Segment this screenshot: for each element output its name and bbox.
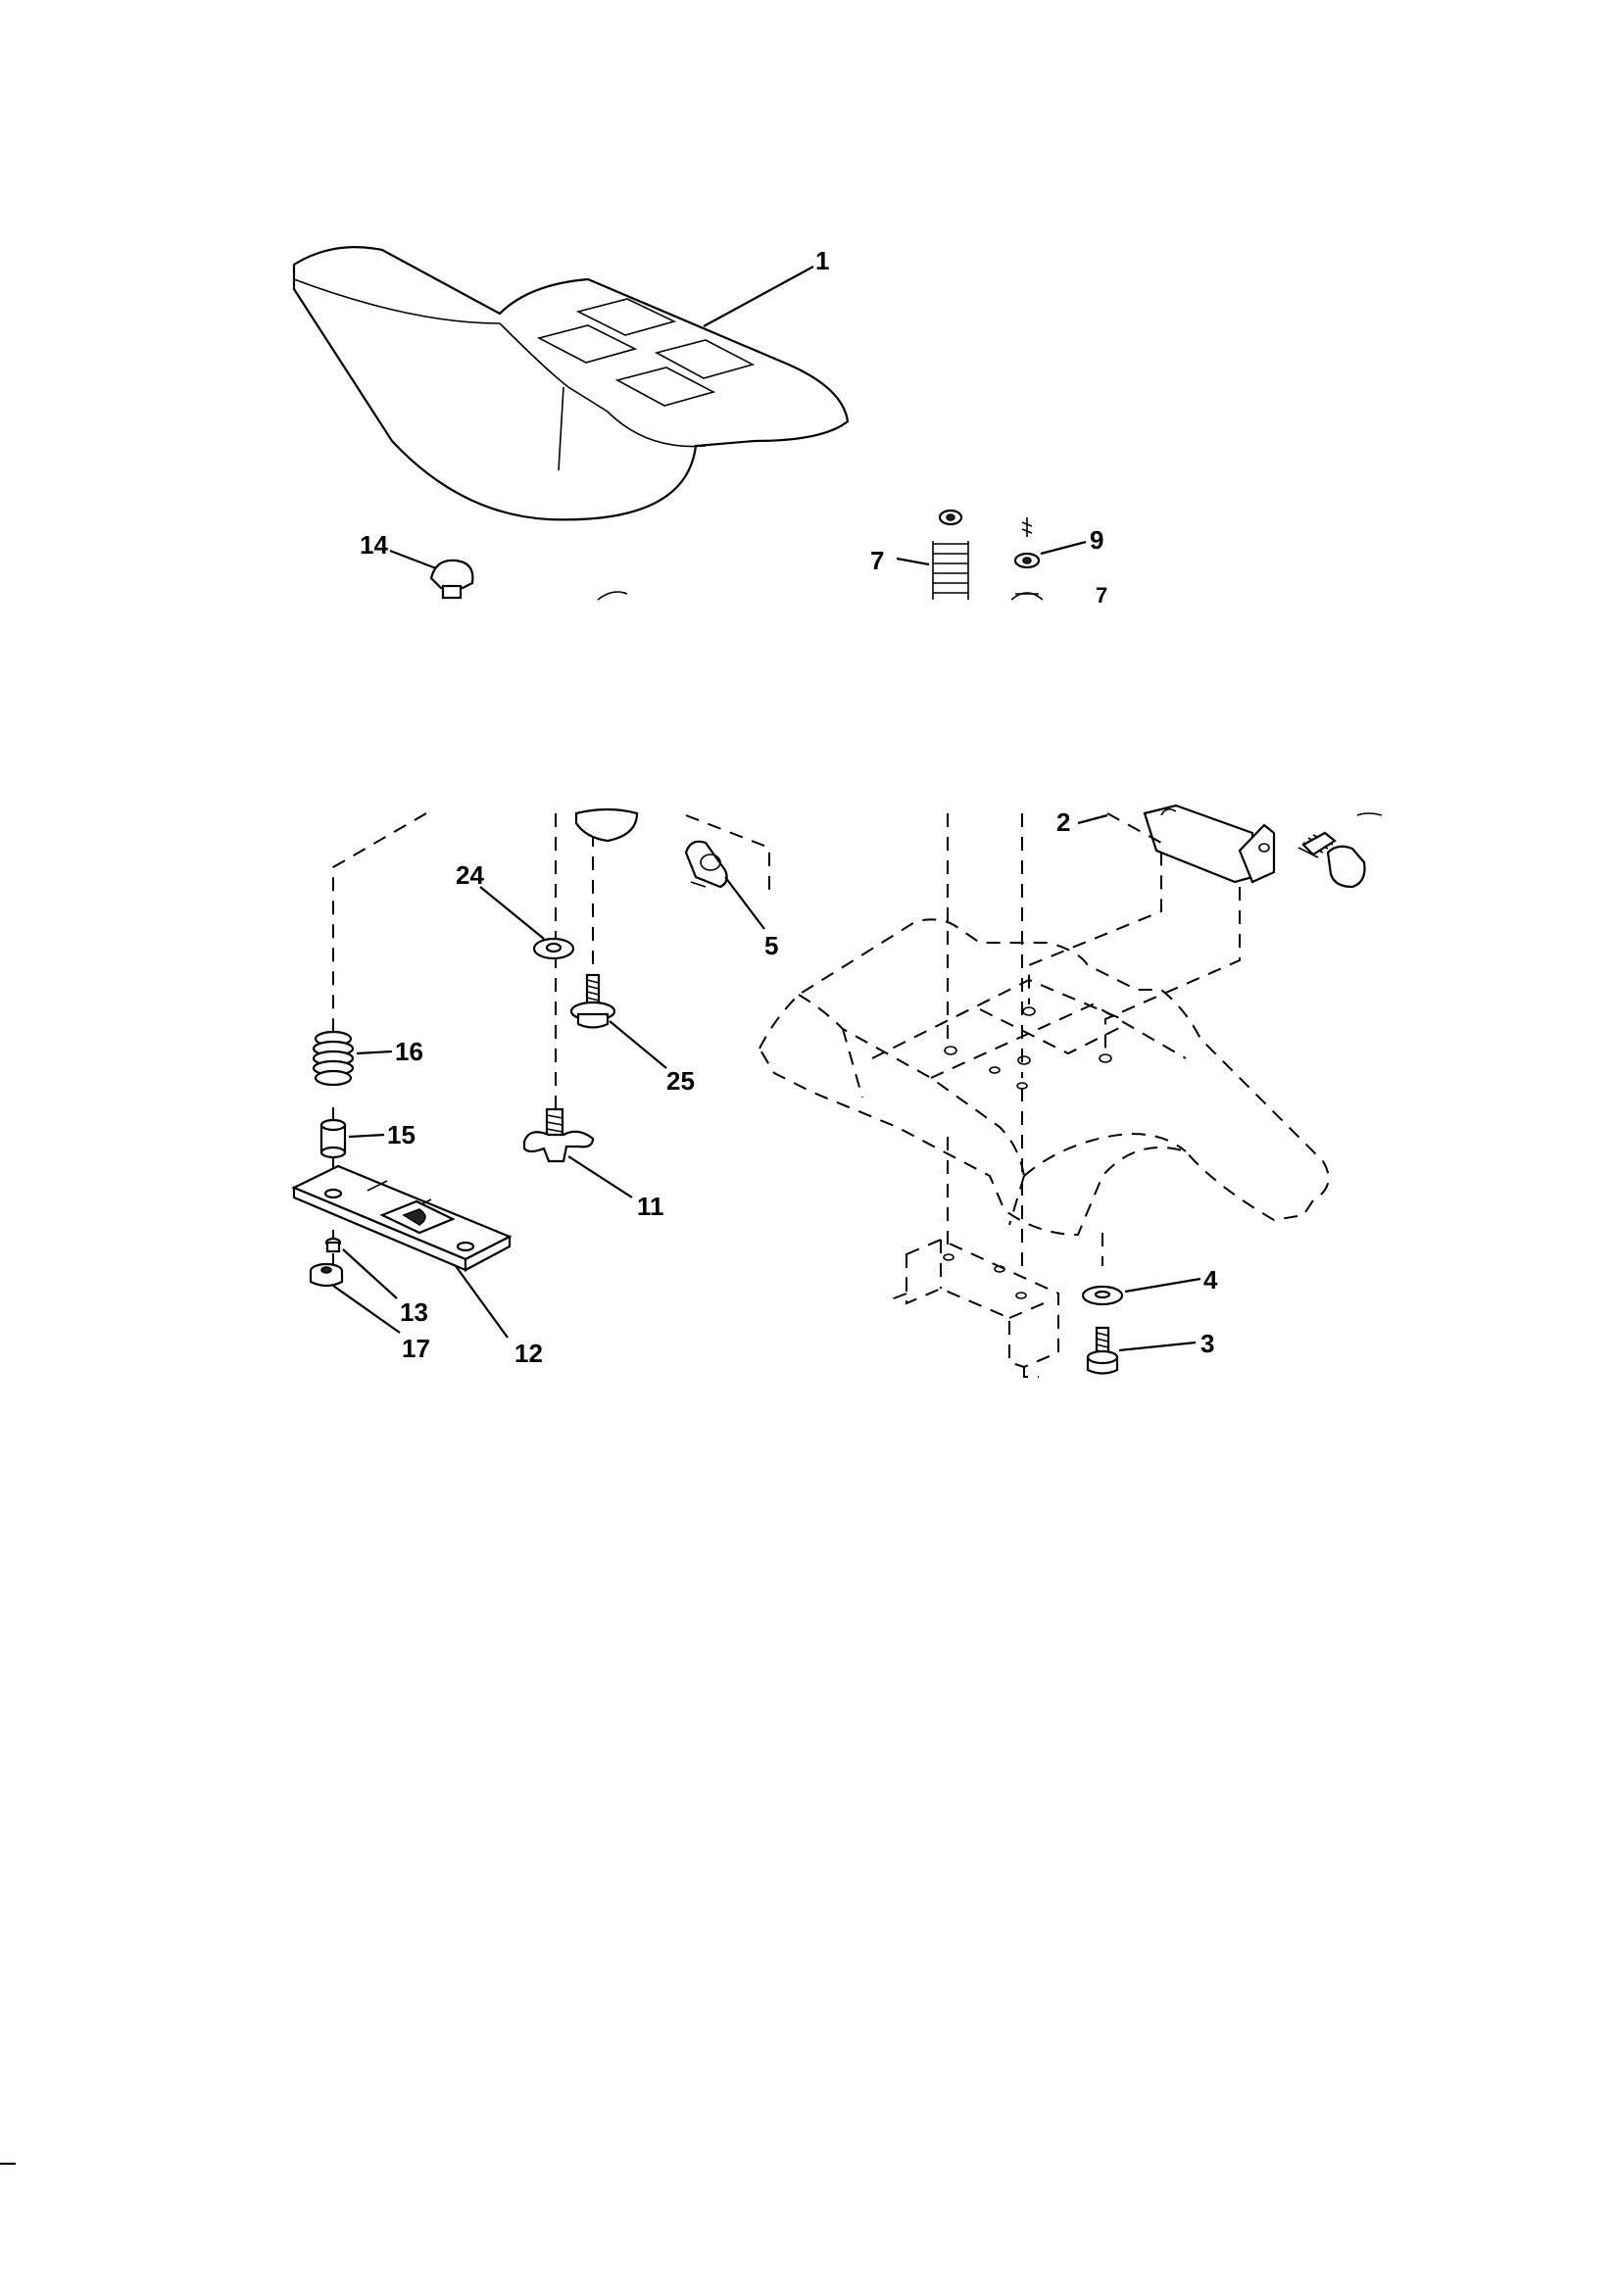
- guide-right-6: [1028, 812, 1162, 1004]
- callout-12: 12: [514, 1339, 543, 1368]
- leader-12: [455, 1265, 509, 1339]
- callout-9: 9: [1090, 525, 1103, 555]
- seat-part: [292, 246, 850, 521]
- washer-part-9: [1013, 517, 1041, 569]
- spring-part-7: [932, 509, 969, 600]
- hinge-part-2: [1143, 804, 1276, 884]
- slide-plate-part-12: [291, 1164, 513, 1272]
- seat-pan-frame: [758, 918, 1330, 1237]
- callout-16: 16: [395, 1037, 423, 1066]
- guide-line-16: [332, 812, 427, 1039]
- leader-11: [567, 1155, 633, 1198]
- callout-5: 5: [764, 931, 778, 960]
- leader-1: [703, 266, 814, 327]
- callout-7a: 7: [870, 546, 884, 575]
- spring-part-7b: [1010, 592, 1044, 601]
- leader-5: [724, 876, 765, 930]
- clip-part-5: [684, 840, 728, 889]
- callout-7b: 7: [1096, 583, 1107, 608]
- nut-part-17: [309, 1262, 344, 1288]
- spacer-part-13: [324, 1237, 342, 1253]
- callout-4: 4: [1203, 1265, 1218, 1295]
- callout-17: 17: [402, 1334, 430, 1363]
- spring-part-16: [312, 1030, 355, 1087]
- callout-1: 1: [815, 246, 829, 275]
- guide-right-5: [1104, 887, 1241, 1053]
- callout-25: 25: [666, 1066, 695, 1096]
- callout-14: 14: [360, 530, 388, 560]
- leader-15: [348, 1133, 385, 1139]
- bolt-part-3: [1086, 1326, 1119, 1375]
- washer-part-4: [1081, 1285, 1124, 1306]
- callout-13: 13: [400, 1297, 428, 1327]
- bolt-part-25: [569, 973, 616, 1029]
- callout-3: 3: [1200, 1329, 1214, 1358]
- partial-part: [597, 591, 628, 601]
- knob-part-11: [522, 1107, 595, 1163]
- mounting-bracket-part: [893, 1238, 1059, 1378]
- callout-11: 11: [637, 1192, 664, 1221]
- washer-part-24: [532, 937, 575, 960]
- plug-part-14: [429, 559, 474, 600]
- leader-2: [1077, 813, 1108, 825]
- callout-15: 15: [387, 1120, 416, 1149]
- leader-16: [356, 1050, 393, 1055]
- leader-3: [1118, 1341, 1197, 1352]
- leader-7a: [896, 557, 930, 566]
- leader-14: [389, 549, 437, 570]
- leader-4: [1124, 1277, 1201, 1294]
- shoulder-bolt-part: [1297, 812, 1383, 889]
- callout-24: 24: [456, 860, 484, 890]
- callout-2-visible: 2: [1056, 807, 1070, 837]
- spacer-part-15: [319, 1118, 347, 1159]
- leader-24: [479, 886, 545, 940]
- seat-underside: [574, 807, 639, 843]
- leader-9: [1040, 540, 1087, 556]
- guide-seat: [685, 814, 770, 892]
- leader-13: [342, 1248, 398, 1299]
- leader-25: [609, 1020, 667, 1069]
- leader-17: [332, 1285, 401, 1334]
